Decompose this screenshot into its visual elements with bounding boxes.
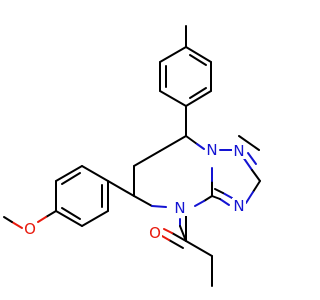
atom-label-n-triazole-top: N [233,142,244,160]
molecule-structure-diagram: N N N N O O [3,25,261,287]
atom-label-n-bridgehead: N [206,141,217,159]
atom-label-n-amide: N [174,199,185,217]
heteroatom-bonds [3,135,261,249]
atom-label-n-triazole-right: N [233,197,244,215]
label-backgrounds [23,142,246,241]
atom-label-o-methoxy: O [24,220,36,238]
atom-label-o-carbonyl: O [149,224,161,242]
atom-labels: N N N N O O [24,141,245,242]
bond-skeleton [55,25,260,287]
